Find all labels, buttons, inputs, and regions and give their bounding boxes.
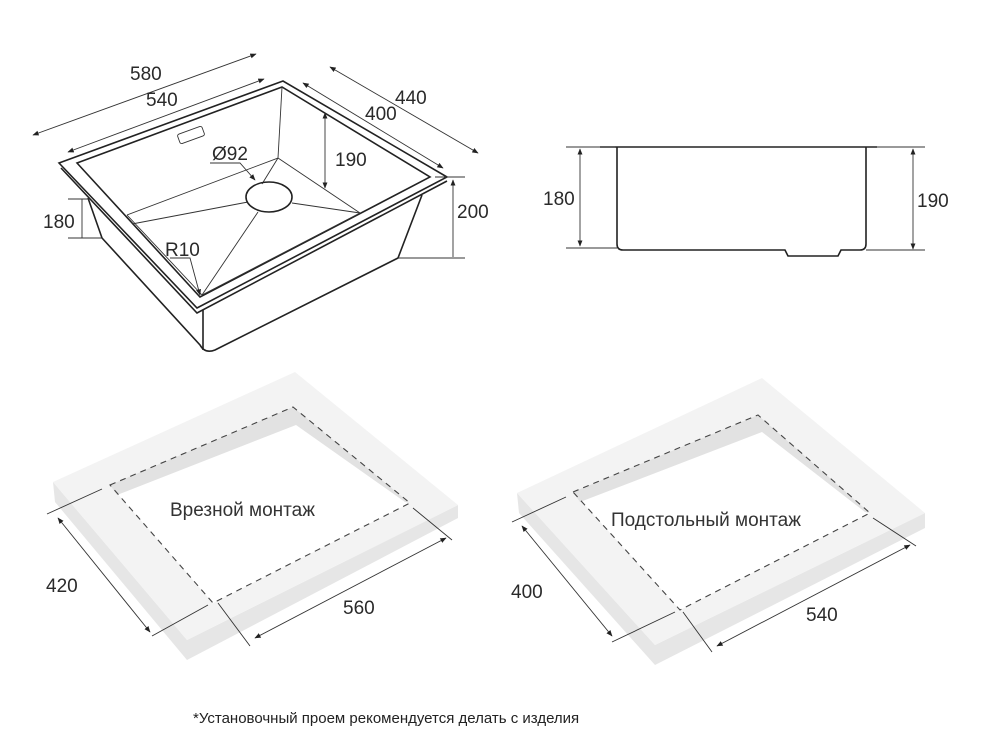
slab-side	[53, 482, 458, 660]
drain-hole	[245, 181, 293, 213]
cutout-inner-wall	[573, 415, 870, 513]
side-view-sink: 180 190	[543, 146, 949, 257]
countertop-flush-mount: Врезной монтаж 420 560	[46, 372, 458, 660]
drain-slope-lines	[131, 157, 361, 296]
extension-lines-right	[866, 146, 925, 251]
cutout-dashed-outline	[572, 414, 871, 611]
brand-logo-plate	[177, 125, 205, 145]
dim-440: 440	[395, 88, 427, 109]
sink-rim-thickness	[60, 167, 448, 314]
countertop-undermount: Подстольный монтаж 400 540	[511, 378, 925, 665]
cutout-dashed-outline	[109, 406, 412, 604]
dim-side-180: 180	[543, 189, 575, 210]
dim-540: 540	[146, 90, 178, 111]
ext-lines-540	[682, 517, 917, 653]
drain-leader	[210, 162, 256, 181]
dim-line-560	[254, 537, 447, 639]
dim-190: 190	[335, 150, 367, 171]
ext-lines-560	[217, 507, 453, 647]
dim-180: 180	[43, 212, 75, 233]
dim-line-400	[521, 525, 613, 637]
dim-radius: R10	[165, 240, 200, 261]
bowl-bottom-edges	[126, 212, 361, 296]
dim-560: 560	[343, 598, 375, 619]
dim-580: 580	[130, 64, 162, 85]
dim-line-420	[57, 517, 151, 633]
dim-200: 200	[457, 202, 489, 223]
ext-lines-400	[511, 496, 676, 643]
mount-label-flush: Врезной монтаж	[170, 500, 315, 521]
sink-body-outline	[87, 194, 423, 352]
dim-540: 540	[806, 605, 838, 626]
isometric-sink: 580 540 440 400 190 200 180 Ø92 R10	[32, 53, 489, 352]
dim-line-540	[67, 78, 265, 153]
radius-leader	[170, 257, 201, 296]
dim-line-400	[302, 82, 444, 169]
footnote: *Установочный проем рекомендуется делать…	[193, 710, 579, 727]
side-profile	[600, 146, 877, 257]
dim-400: 400	[365, 104, 397, 125]
dim-line-540	[716, 544, 911, 647]
slab-side	[517, 493, 925, 665]
dim-420: 420	[46, 576, 78, 597]
dim-400: 400	[511, 582, 543, 603]
dim-side-190: 190	[917, 191, 949, 212]
mount-label-under: Подстольный монтаж	[611, 510, 801, 531]
dim-line-440	[329, 66, 479, 154]
cutout-inner-wall	[110, 407, 410, 503]
dim-line-180	[68, 198, 102, 239]
dim-drain: Ø92	[212, 144, 248, 165]
extension-lines-left	[566, 146, 617, 249]
ext-lines-420	[46, 488, 209, 637]
dim-line-200	[398, 177, 465, 259]
